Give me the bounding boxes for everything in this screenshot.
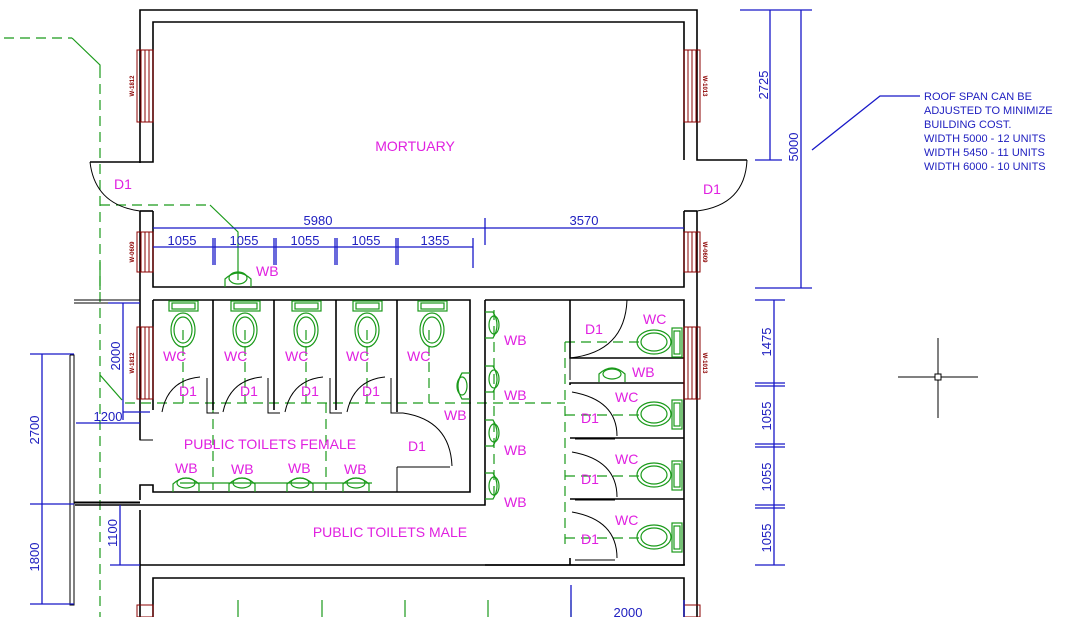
room-label-male-toilets: PUBLIC TOILETS MALE: [313, 524, 467, 540]
wb-label: WB: [504, 387, 527, 403]
dim-bottom-2000: 2000: [614, 605, 643, 617]
wb-label: WB: [632, 364, 655, 380]
wb-label: WB: [504, 494, 527, 510]
wc-label: WC: [615, 512, 638, 528]
wc-label: WC: [615, 389, 638, 405]
wb-label: WB: [288, 460, 311, 476]
wb-label: WB: [444, 407, 467, 423]
wc-label: WC: [346, 348, 369, 364]
door-label: D1: [179, 383, 197, 399]
fixture-labels: D1 D1 WB WC WC WC WC WC D1 D1 D1 D1 WB D…: [114, 176, 721, 547]
note-line: BUILDING COST.: [924, 119, 1011, 131]
windows: W-1812 W-1013 W-0609 W-0609 W-1812 W-101…: [130, 49, 707, 617]
dimension-lines: [30, 9, 920, 617]
dim-bay: 1055: [230, 233, 259, 248]
dim-bay: 1355: [421, 233, 450, 248]
dim-bay: 1055: [168, 233, 197, 248]
window-tag: W-1812: [130, 75, 136, 97]
wb-label: WB: [504, 442, 527, 458]
dim-right-segment: 3570: [570, 213, 599, 228]
roof-span-note: ROOF SPAN CAN BE ADJUSTED TO MINIMIZE BU…: [924, 91, 1053, 173]
room-label-mortuary: MORTUARY: [375, 138, 455, 154]
window-tag: W-1013: [701, 353, 707, 375]
wb-label: WB: [344, 461, 367, 477]
dim-right-stack: 1475: [759, 328, 774, 357]
wc-fixtures: [168, 300, 683, 553]
door-label: D1: [362, 383, 380, 399]
dim-left-1200: 1200: [94, 409, 123, 424]
dim-left-1800: 1800: [27, 543, 42, 572]
door-label: D1: [581, 471, 599, 487]
wc-label: WC: [615, 451, 638, 467]
dim-overall: 5980: [304, 213, 333, 228]
window-tag: W-0609: [130, 241, 136, 263]
wc-label: WC: [224, 348, 247, 364]
dim-height-total: 5000: [786, 133, 801, 162]
dim-height-upper: 2725: [756, 71, 771, 100]
window-tag: W-1013: [701, 76, 707, 98]
wc-label: WC: [407, 348, 430, 364]
door-label: D1: [703, 181, 721, 197]
dim-right-stack: 1055: [759, 524, 774, 553]
door-swings: [89, 159, 748, 559]
dim-right-stack: 1055: [759, 463, 774, 492]
wb-label: WB: [175, 460, 198, 476]
note-line: WIDTH 6000 - 10 UNITS: [924, 161, 1046, 173]
door-label: D1: [581, 410, 599, 426]
dimension-text: 5980 3570 1055 1055 1055 1055 1355 2725 …: [27, 71, 801, 617]
crosshair-cursor-icon: [898, 338, 978, 418]
window-tag: W-1812: [130, 352, 136, 374]
note-line: WIDTH 5000 - 12 UNITS: [924, 133, 1046, 145]
dim-left-1100: 1100: [105, 519, 120, 547]
door-label: D1: [585, 321, 603, 337]
door-label: D1: [581, 531, 599, 547]
dim-bay: 1055: [352, 233, 381, 248]
wb-label: WB: [231, 461, 254, 477]
door-label: D1: [301, 383, 319, 399]
room-label-female-toilets: PUBLIC TOILETS FEMALE: [184, 436, 356, 452]
wc-label: WC: [643, 311, 666, 327]
wb-fixtures: [172, 271, 626, 500]
note-line: ROOF SPAN CAN BE: [924, 91, 1032, 103]
door-label: D1: [240, 383, 258, 399]
dim-right-stack: 1055: [759, 402, 774, 431]
wb-label: WB: [504, 332, 527, 348]
dim-left-2700: 2700: [27, 416, 42, 445]
window-tag: W-0609: [701, 242, 707, 264]
plumbing-lines: [4, 37, 640, 617]
dim-left-2000: 2000: [108, 342, 123, 371]
wc-label: WC: [285, 348, 308, 364]
wc-label: WC: [163, 348, 186, 364]
dim-bay: 1055: [291, 233, 320, 248]
door-label: D1: [408, 438, 426, 454]
note-line: ADJUSTED TO MINIMIZE: [924, 105, 1053, 117]
door-label: D1: [114, 176, 132, 192]
wb-label: WB: [256, 263, 279, 279]
note-line: WIDTH 5450 - 11 UNITS: [924, 147, 1045, 159]
